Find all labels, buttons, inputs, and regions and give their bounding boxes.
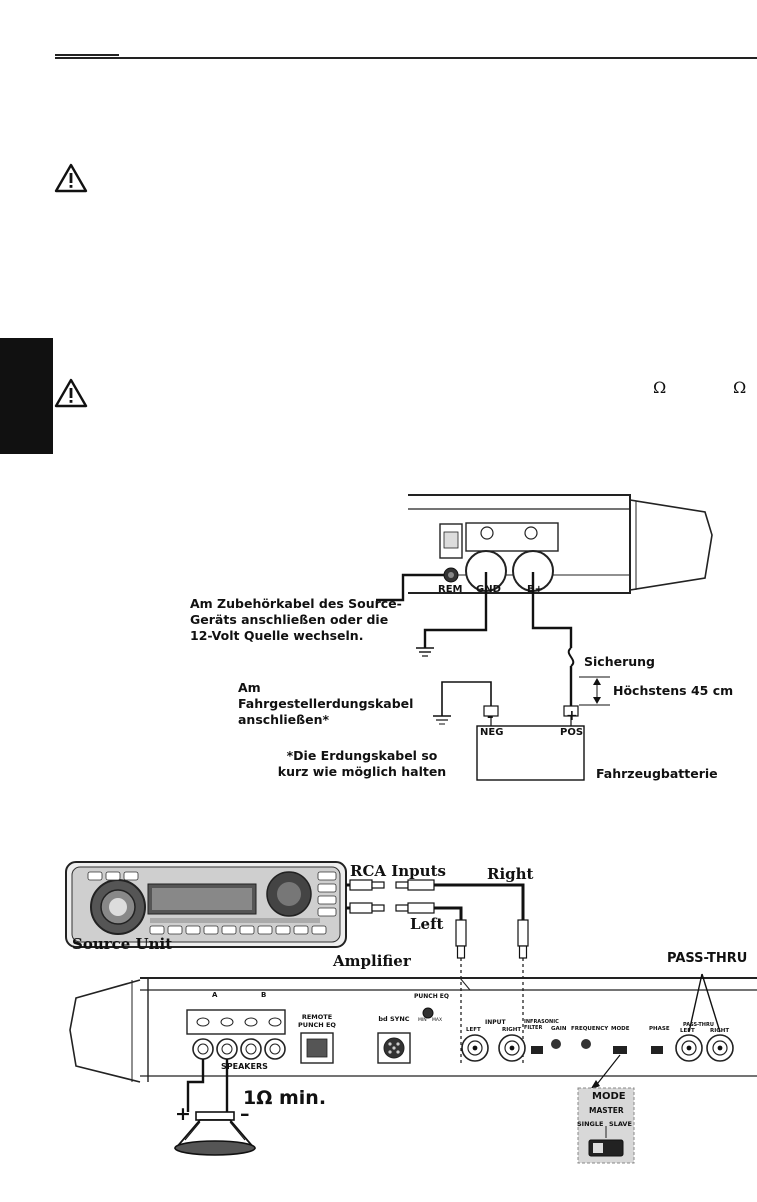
bd-sync-label: bd SYNC bbox=[378, 1015, 410, 1023]
mode-inset-single-label: SINGLE bbox=[577, 1120, 604, 1128]
omega-symbol: Ω bbox=[733, 378, 747, 397]
ground-note-label: *Die Erdungskabel so kurz wie möglich ha… bbox=[277, 748, 447, 779]
battery-label: Fahrzeugbatterie bbox=[596, 766, 718, 781]
mode-label: MODE bbox=[611, 1026, 630, 1032]
max-distance-label: Höchstens 45 cm bbox=[613, 683, 734, 698]
gain-label: GAIN bbox=[551, 1026, 567, 1032]
phase-label: PHASE bbox=[649, 1026, 670, 1032]
omega-symbol: Ω bbox=[653, 378, 667, 397]
speaker-plus-label: + bbox=[175, 1103, 191, 1125]
pass-thru-small-label: PASS-THRU bbox=[683, 1022, 714, 1028]
battery-neg-label: NEG bbox=[480, 727, 504, 738]
signal-wiring-diagram bbox=[65, 861, 757, 1164]
pass-thru-left-label: LEFT bbox=[680, 1028, 695, 1034]
mode-inset-slave-label: SLAVE bbox=[609, 1120, 632, 1128]
speaker-a-label: A bbox=[212, 991, 218, 999]
left-channel-label: Left bbox=[410, 915, 444, 933]
punch-eq-max-label: MAX bbox=[432, 1018, 443, 1023]
warning-icon bbox=[54, 378, 88, 408]
min-impedance-label: 1Ω min. bbox=[243, 1087, 327, 1109]
warning-icon bbox=[54, 163, 88, 193]
header-rule bbox=[55, 57, 757, 59]
remote-punch-eq-label: REMOTE PUNCH EQ bbox=[298, 1013, 336, 1029]
pass-thru-right-label: RIGHT bbox=[710, 1028, 730, 1034]
chassis-ground-label: Am Fahrgestellerdungskabel anschließen* bbox=[238, 680, 414, 727]
source-unit-label: Source Unit bbox=[72, 935, 173, 953]
speakers-label: SPEAKERS bbox=[221, 1062, 268, 1071]
battery-neg-sign: – bbox=[487, 710, 494, 725]
fuse-label: Sicherung bbox=[584, 654, 655, 669]
input-left-label: LEFT bbox=[466, 1027, 481, 1033]
punch-eq-label: PUNCH EQ bbox=[414, 993, 450, 1000]
battery-pos-label: POS bbox=[560, 727, 584, 738]
rca-inputs-label: RCA Inputs bbox=[350, 862, 446, 880]
gnd-terminal-label: GND bbox=[476, 584, 501, 595]
frequency-label: FREQUENCY bbox=[571, 1026, 609, 1032]
right-channel-label: Right bbox=[487, 865, 534, 883]
power-wiring-diagram bbox=[376, 494, 713, 781]
pos-terminal-label: B+ bbox=[527, 584, 544, 595]
amplifier-label: Amplifier bbox=[333, 952, 411, 970]
input-label: INPUT bbox=[485, 1019, 506, 1026]
speaker-b-label: B bbox=[261, 991, 267, 999]
battery-pos-sign: + bbox=[566, 708, 578, 724]
speaker-minus-label: – bbox=[240, 1103, 250, 1125]
header-accent-rule bbox=[55, 54, 119, 56]
rem-terminal-label: REM bbox=[438, 584, 463, 595]
mode-inset-title: MODE bbox=[592, 1091, 626, 1102]
infrasonic-filter-label: INFRASONIC FILTER bbox=[524, 1019, 559, 1031]
accessory-wire-label: Am Zubehörkabel des Source-Geräts anschl… bbox=[190, 596, 402, 643]
input-right-label: RIGHT bbox=[502, 1027, 522, 1033]
punch-eq-min-label: MIN bbox=[418, 1018, 427, 1023]
pass-thru-title-label: PASS-THRU bbox=[667, 951, 748, 966]
mode-inset-master-label: MASTER bbox=[589, 1106, 624, 1115]
language-tab bbox=[0, 338, 53, 454]
